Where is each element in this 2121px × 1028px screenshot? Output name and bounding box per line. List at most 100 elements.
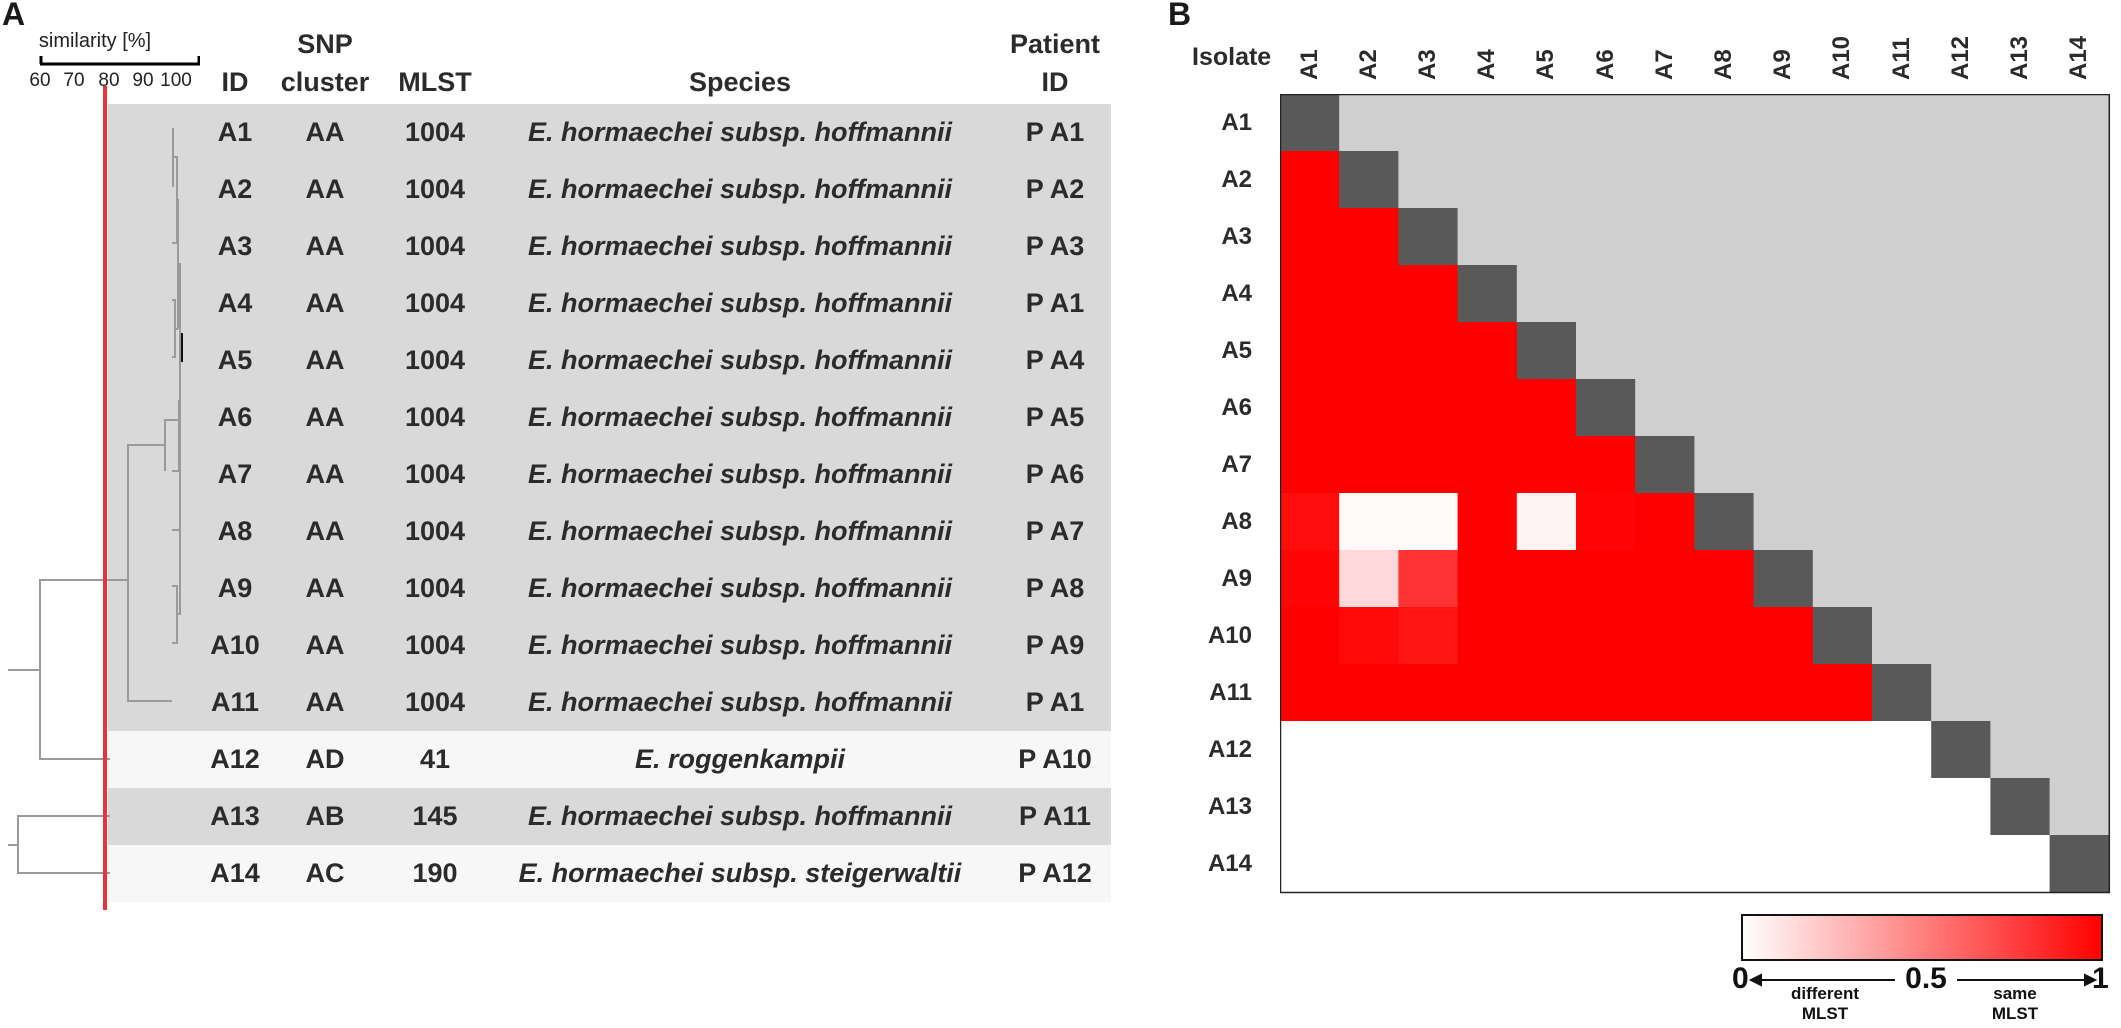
isolate-corner-label: Isolate <box>1192 43 1272 71</box>
row-patient-id: P A8 <box>1025 573 1085 603</box>
heatmap-upper-cell <box>1812 208 1873 266</box>
row-patient-id: P A1 <box>1025 288 1085 318</box>
row-mlst: 1004 <box>404 345 466 375</box>
heatmap-diagonal-cell <box>1812 607 1873 665</box>
dendrogram <box>8 56 200 874</box>
row-mlst: 1004 <box>404 459 466 489</box>
row-id: A1 <box>217 117 253 147</box>
row-patient-id: P A10 <box>1018 744 1092 774</box>
row-id: A3 <box>217 231 253 261</box>
heatmap-upper-cell <box>1990 208 2051 266</box>
heatmap-upper-cell <box>1872 151 1932 209</box>
heatmap-cell <box>1339 664 1399 722</box>
heatmap-cell <box>1576 835 1636 893</box>
heatmap-column-label: A11 <box>1887 37 1915 80</box>
heatmap-cell <box>1457 835 1518 893</box>
row-patient-id: P A2 <box>1025 174 1085 204</box>
heatmap-cell <box>1280 664 1340 722</box>
heatmap-column-label: A2 <box>1354 49 1382 80</box>
heatmap-cell <box>1339 778 1399 836</box>
heatmap-cell <box>1280 265 1340 323</box>
heatmap-cell <box>1812 778 1873 836</box>
heatmap-cell <box>1516 550 1577 608</box>
heatmap-column-label: A9 <box>1769 49 1797 80</box>
similarity-heatmap <box>1280 94 2111 894</box>
heatmap-upper-cell <box>1931 379 1991 437</box>
heatmap-column-label: A6 <box>1591 49 1619 80</box>
heatmap-upper-cell <box>1931 322 1991 380</box>
heatmap-upper-cell <box>1576 94 1636 152</box>
heatmap-upper-cell <box>1990 265 2051 323</box>
heatmap-cell <box>1872 721 1932 779</box>
row-id: A14 <box>210 858 260 888</box>
row-group-background <box>108 845 1111 902</box>
heatmap-cell <box>1280 208 1340 266</box>
row-species: E. hormaechei subsp. hoffmannii <box>527 516 953 546</box>
heatmap-cell <box>1516 778 1577 836</box>
heatmap-upper-cell <box>1812 379 1873 437</box>
heatmap-upper-cell <box>1931 607 1991 665</box>
heatmap-cell <box>1516 379 1577 437</box>
heatmap-diagonal-cell <box>1753 550 1814 608</box>
row-id: A9 <box>217 573 253 603</box>
heatmap-row-label: A1 <box>1221 109 1252 136</box>
heatmap-cell <box>1339 721 1399 779</box>
row-species: E. hormaechei subsp. hoffmannii <box>527 630 953 660</box>
heatmap-column-label: A12 <box>1946 35 1974 80</box>
heatmap-upper-cell <box>1753 322 1814 380</box>
row-patient-id: P A11 <box>1018 801 1092 831</box>
heatmap-cell <box>1812 835 1873 893</box>
row-id: A4 <box>217 288 253 318</box>
header-patient-line2: ID <box>1041 67 1069 97</box>
heatmap-upper-cell <box>2049 607 2110 665</box>
heatmap-cell <box>1280 379 1340 437</box>
heatmap-upper-cell <box>1990 493 2051 551</box>
heatmap-cell <box>1280 778 1340 836</box>
heatmap-upper-cell <box>1872 493 1932 551</box>
heatmap-row-label: A8 <box>1221 508 1252 535</box>
heatmap-row-label: A4 <box>1221 280 1252 307</box>
heatmap-cell <box>1398 265 1459 323</box>
panel-b-letter: B <box>1168 0 1192 32</box>
heatmap-cell <box>1457 607 1518 665</box>
heatmap-cell <box>1694 550 1755 608</box>
heatmap-cell <box>1516 835 1577 893</box>
heatmap-cell <box>1753 664 1814 722</box>
heatmap-upper-cell <box>2049 151 2110 209</box>
heatmap-upper-cell <box>2049 322 2110 380</box>
row-patient-id: P A9 <box>1025 630 1085 660</box>
row-patient-id: P A6 <box>1025 459 1085 489</box>
colorbar-arrows <box>1748 973 2098 987</box>
heatmap-cell <box>1635 664 1695 722</box>
row-id: A6 <box>217 402 253 432</box>
heatmap-upper-cell <box>1812 493 1873 551</box>
header-species: Species <box>688 67 792 97</box>
heatmap-cell <box>1576 778 1636 836</box>
row-id: A5 <box>217 345 253 375</box>
heatmap-diagonal-cell <box>1694 493 1755 551</box>
heatmap-cell <box>1872 778 1932 836</box>
heatmap-upper-cell <box>2049 550 2110 608</box>
heatmap-column-label: A10 <box>1828 35 1856 80</box>
heatmap-diagonal-cell <box>1280 94 1340 152</box>
header-id: ID <box>221 67 249 97</box>
row-species: E. hormaechei subsp. hoffmannii <box>527 345 953 375</box>
heatmap-upper-cell <box>1931 436 1991 494</box>
heatmap-upper-cell <box>1931 94 1991 152</box>
heatmap-upper-cell <box>2049 778 2110 836</box>
heatmap-upper-cell <box>1753 208 1814 266</box>
heatmap-upper-cell <box>1990 322 2051 380</box>
row-id: A11 <box>210 687 260 717</box>
colorbar-right-text-line2: MLST <box>1991 1004 2039 1023</box>
row-id: A2 <box>217 174 253 204</box>
heatmap-upper-cell <box>1694 94 1755 152</box>
heatmap-upper-cell <box>1931 151 1991 209</box>
heatmap-upper-cell <box>1694 265 1755 323</box>
row-mlst: 1004 <box>404 516 466 546</box>
heatmap-upper-cell <box>1990 550 2051 608</box>
colorbar-left-text-line1: different <box>1791 984 1859 1003</box>
row-mlst: 41 <box>419 744 451 774</box>
heatmap-upper-cell <box>1576 265 1636 323</box>
heatmap-diagonal-cell <box>1872 664 1932 722</box>
heatmap-upper-cell <box>1990 721 2051 779</box>
